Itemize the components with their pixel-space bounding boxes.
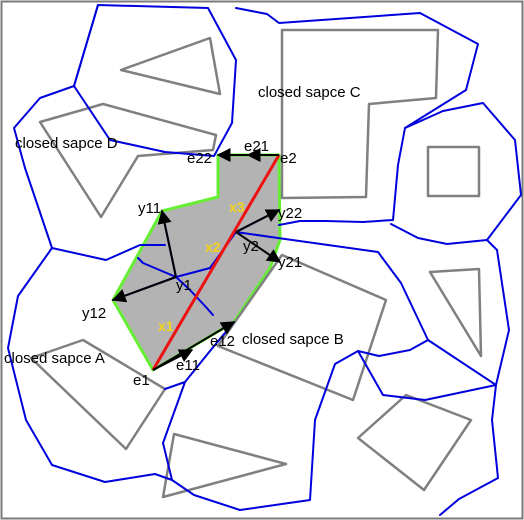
arrow-y21 (235, 231, 282, 263)
voronoi-cell-bottom-left (7, 247, 186, 483)
arrow-e12 (152, 321, 236, 371)
voronoi-cell-top (73, 4, 237, 157)
label-e11: e11 (176, 357, 200, 374)
label-space-d: closed sapce D (15, 135, 118, 152)
obstacle-space-b (216, 253, 388, 402)
label-y11: y11 (138, 200, 162, 217)
label-y12: y12 (82, 305, 107, 322)
voronoi-cell-bottom-right (357, 350, 499, 516)
label-space-c: closed sapce C (258, 84, 361, 101)
label-x3: x3 (229, 199, 245, 215)
label-e2: e2 (280, 150, 297, 167)
label-x2: x2 (205, 239, 221, 255)
label-e1: e1 (133, 372, 150, 389)
label-x1: x1 (158, 318, 174, 334)
obstacle-space-c (280, 28, 440, 200)
obstacle-triangle-top (119, 36, 222, 96)
label-y22: y22 (278, 205, 303, 222)
obstacle-space-d (38, 102, 218, 219)
label-space-a: closed sapce A (4, 350, 105, 367)
obstacle-diamond-bottom-right (356, 393, 473, 492)
label-y2: y2 (243, 238, 259, 255)
voronoi-cell-left (13, 4, 166, 261)
arrow-y12 (111, 276, 177, 303)
label-y21: y21 (278, 254, 303, 271)
arrow-y11 (157, 209, 177, 278)
label-e22: e22 (187, 150, 213, 167)
label-e21: e21 (244, 138, 270, 155)
arrow-y22 (235, 209, 281, 233)
red-path-line (151, 154, 281, 371)
label-e12: e12 (210, 333, 236, 350)
obstacle-triangle-right (428, 267, 483, 358)
voronoi-cell-lower-right (277, 237, 510, 386)
obstacle-square-right (426, 145, 481, 198)
label-space-b: closed sapce B (242, 331, 344, 348)
voronoi-cell-right (390, 102, 522, 245)
voronoi-cell-bottom (162, 321, 429, 511)
label-y1: y1 (176, 277, 192, 294)
